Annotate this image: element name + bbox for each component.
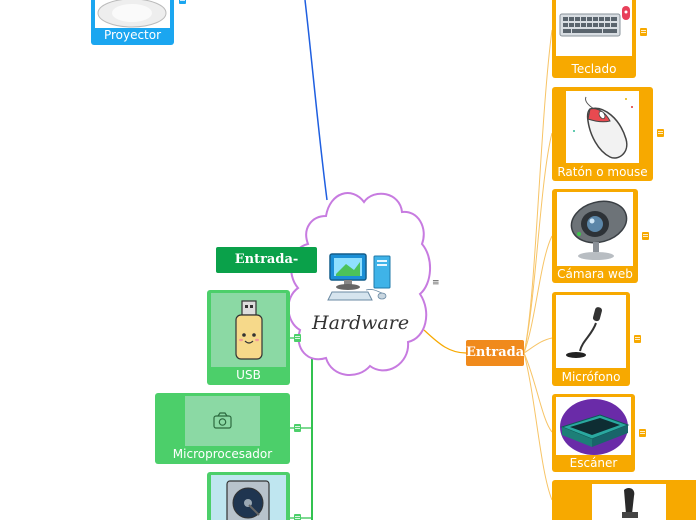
note-proyector-icon[interactable] <box>179 0 186 4</box>
node-microfono-label: Micrófono <box>561 370 621 384</box>
root-menu-icon[interactable]: ≡ <box>432 278 440 288</box>
branch-entrada-salida-label: Entrada-Salida <box>234 252 299 293</box>
usb-drive-icon <box>235 300 263 360</box>
node-disco-image <box>211 475 286 520</box>
camera-icon <box>213 412 232 429</box>
mouse-icon <box>573 96 633 159</box>
note-disco-icon[interactable] <box>294 514 301 520</box>
note-microfono-icon[interactable] <box>634 335 641 343</box>
joystick-icon <box>622 488 638 518</box>
node-joystick-image <box>592 484 666 520</box>
node-microprocesador-image <box>185 396 260 446</box>
node-camara-image <box>557 192 633 266</box>
node-joystick[interactable] <box>552 480 696 520</box>
node-raton[interactable]: Ratón o mouse <box>552 87 653 181</box>
root-title: Hardware <box>312 312 410 334</box>
branch-entrada-salida[interactable]: Entrada-Salida <box>216 247 317 293</box>
node-camara-label: Cámara web <box>557 267 633 281</box>
node-escaner[interactable]: Escáner <box>552 394 635 472</box>
node-camara-web[interactable]: Cámara web <box>552 189 638 283</box>
root-image <box>324 248 398 304</box>
note-teclado-icon[interactable] <box>640 28 647 36</box>
node-microprocesador[interactable]: Microprocesador <box>155 393 290 464</box>
note-raton-icon[interactable] <box>657 129 664 137</box>
branch-entrada-label: Entrada <box>466 345 525 360</box>
node-microprocesador-label: Microprocesador <box>172 447 273 461</box>
node-usb-image <box>211 293 286 367</box>
node-proyector[interactable]: Proyector <box>91 0 174 45</box>
node-escaner-label: Escáner <box>569 456 618 470</box>
node-microfono[interactable]: Micrófono <box>552 292 630 386</box>
node-teclado-label: Teclado <box>571 62 617 76</box>
root-node[interactable]: Hardware <box>286 188 432 378</box>
node-proyector-image <box>95 0 170 28</box>
note-usb-icon[interactable] <box>294 334 301 342</box>
note-microprocesador-icon[interactable] <box>294 424 301 432</box>
scanner-icon <box>560 399 630 455</box>
node-raton-label: Ratón o mouse <box>557 165 648 179</box>
microphone-icon <box>566 307 603 358</box>
node-microfono-image <box>556 295 626 368</box>
node-teclado[interactable]: Teclado <box>552 0 636 78</box>
hard-disk-icon <box>226 480 270 520</box>
webcam-icon <box>570 200 628 260</box>
node-usb[interactable]: USB <box>207 290 290 385</box>
note-escaner-icon[interactable] <box>639 429 646 437</box>
node-escaner-image <box>556 397 631 455</box>
node-disco-duro[interactable] <box>207 472 290 520</box>
computer-icon <box>327 253 391 301</box>
node-teclado-image <box>556 0 632 56</box>
node-raton-image <box>566 91 639 163</box>
note-camara-icon[interactable] <box>642 232 649 240</box>
projector-icon <box>97 0 167 28</box>
branch-entrada[interactable]: Entrada <box>466 340 524 366</box>
node-usb-label: USB <box>236 368 261 382</box>
node-proyector-label: Proyector <box>103 28 162 42</box>
keyboard-icon <box>559 6 630 37</box>
